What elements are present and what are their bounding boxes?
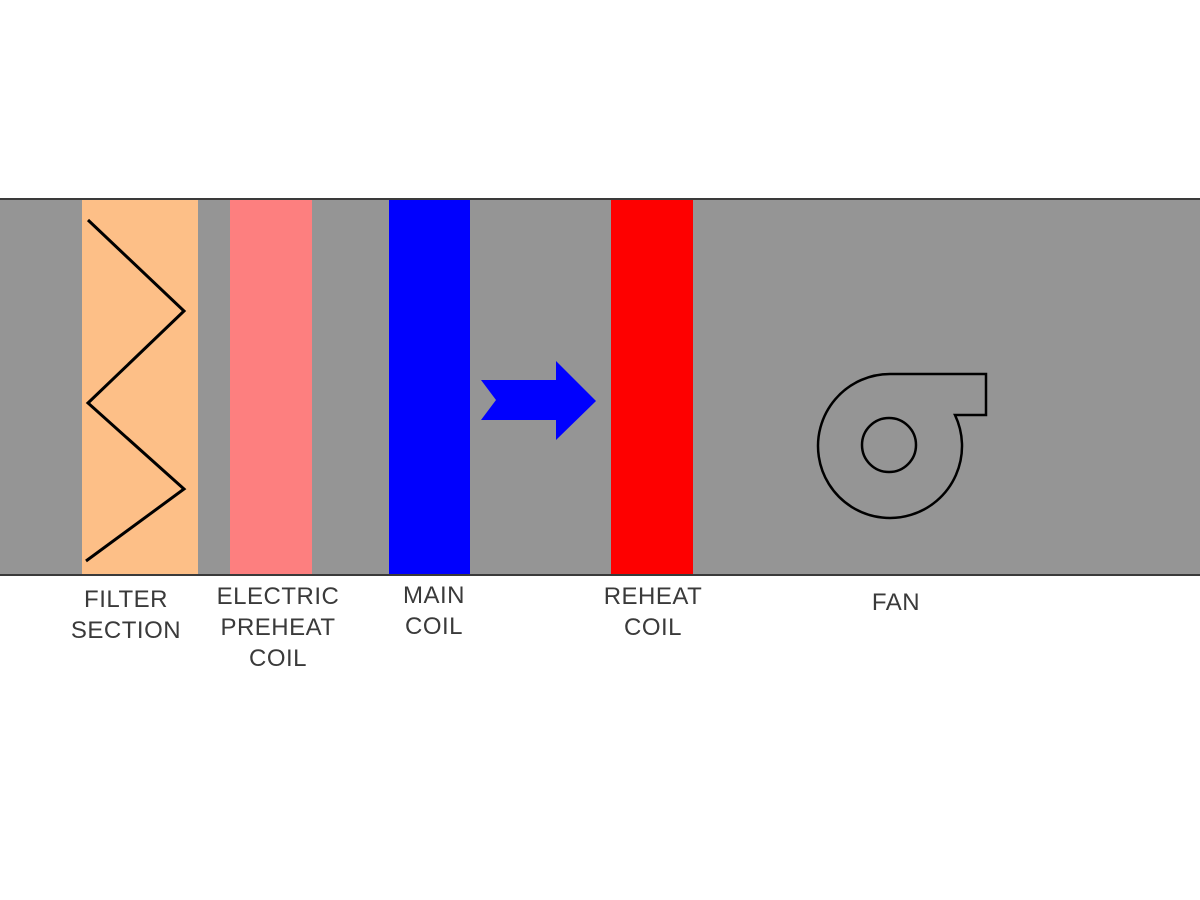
label-line: SECTION [70,617,182,644]
reheat-coil [611,200,693,574]
label-line: FILTER [84,586,168,613]
electric-preheat-coil [230,200,312,574]
main-coil-label: MAIN COIL [374,580,494,642]
main-coil [389,200,470,574]
centrifugal-fan-icon [816,372,988,520]
label-line: MAIN [403,582,465,609]
filter-section-label: FILTER SECTION [56,584,196,646]
label-line: FAN [871,589,921,616]
zigzag-filter-icon [85,218,187,563]
label-line: PREHEAT [220,614,336,641]
arrow-right-icon [481,361,596,440]
filter-section [82,200,198,574]
label-line: COIL [623,614,682,641]
reheat-coil-label: REHEAT COIL [583,581,723,643]
fan-housing [816,372,988,520]
electric-preheat-coil-label: ELECTRIC PREHEAT COIL [198,581,358,674]
fan-label: FAN [846,587,946,618]
duct [0,199,1200,575]
label-line: COIL [404,613,463,640]
label-line: ELECTRIC [216,583,340,610]
label-line: REHEAT [603,583,703,610]
fan-hub [860,416,918,474]
label-line: COIL [248,645,307,672]
